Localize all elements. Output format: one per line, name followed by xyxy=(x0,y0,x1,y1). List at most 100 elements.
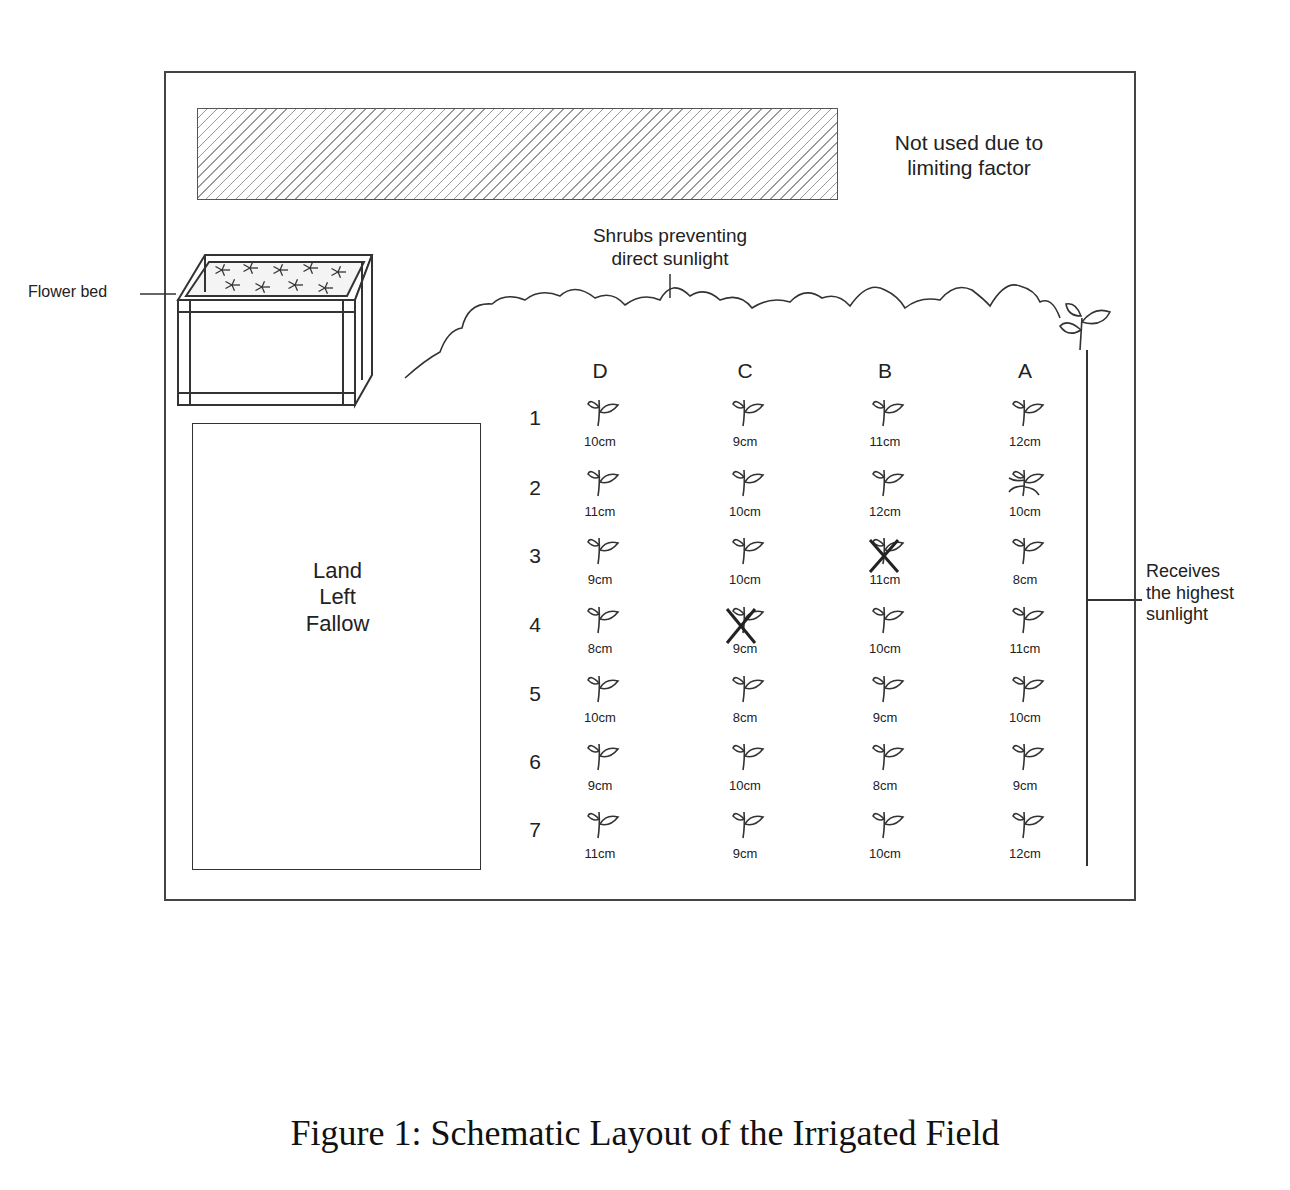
bed-flower-petal xyxy=(250,267,258,268)
plant-height: 10cm xyxy=(584,434,616,450)
plant-leaf xyxy=(745,816,763,824)
plant-leaf xyxy=(733,609,744,615)
bed-flower-petal xyxy=(319,285,326,289)
bed-flower-petal xyxy=(325,287,333,288)
plant-leaf xyxy=(1009,486,1025,492)
plant-stem xyxy=(883,607,884,633)
bed-flower-petal xyxy=(232,279,235,285)
plant-leaf xyxy=(588,402,599,408)
plant-stem xyxy=(598,676,599,702)
plant-leaf xyxy=(873,746,884,752)
column-letter: D xyxy=(592,358,607,383)
plant-leaf xyxy=(588,678,599,684)
plant-leaf xyxy=(873,402,884,408)
column-letter: B xyxy=(878,358,892,383)
area-label: Land Left Fallow xyxy=(298,558,378,637)
plant-height: 11cm xyxy=(870,572,901,588)
bed-flower-petal xyxy=(222,269,230,270)
plant-stem xyxy=(883,538,884,564)
bed-flower-petal xyxy=(304,265,311,269)
plant-leaf xyxy=(600,680,618,688)
row-number: 2 xyxy=(529,475,541,500)
bed-flower-petal xyxy=(295,285,298,291)
plant-stem xyxy=(598,538,599,564)
plant-height: 11cm xyxy=(1010,641,1041,657)
row-number: 4 xyxy=(529,612,541,637)
bed-flower-petal xyxy=(304,268,311,272)
plant-leaf xyxy=(1013,814,1024,820)
plant-stem xyxy=(883,676,884,702)
plant-height: 10cm xyxy=(1009,504,1041,520)
bed-flower-petal xyxy=(244,265,251,269)
plant-leaf xyxy=(1025,611,1043,619)
plant-leaf xyxy=(1013,746,1024,752)
plant-height: 12cm xyxy=(1009,846,1041,862)
bed-flower-petal xyxy=(244,268,251,272)
sunlight-bracket xyxy=(1087,350,1142,866)
plant-leaf xyxy=(588,746,599,752)
bed-flower-petal xyxy=(338,272,341,278)
bed-flower-petal xyxy=(325,282,328,288)
bed-flower-petal xyxy=(262,287,265,293)
plant-height: 8cm xyxy=(733,710,758,726)
plant-leaf xyxy=(600,611,618,619)
fallow-land-box: Land Left Fallow xyxy=(192,423,481,870)
plant-stem xyxy=(743,400,744,426)
bed-flower-petal xyxy=(226,285,233,289)
bed-flower-petal xyxy=(262,286,270,287)
row-number: 1 xyxy=(529,405,541,430)
plant-leaf xyxy=(588,609,599,615)
plant-leaf xyxy=(733,402,744,408)
bed-flower-petal xyxy=(216,267,223,271)
row-number: 5 xyxy=(529,681,541,706)
shrub-line xyxy=(405,285,1060,378)
plant-leaf xyxy=(1025,542,1043,550)
bed-flower-petal xyxy=(222,270,225,276)
bed-flower-petal xyxy=(274,267,281,271)
plant-leaf xyxy=(1013,402,1024,408)
bed-flower-petal xyxy=(280,269,288,270)
column-letter: C xyxy=(737,358,752,383)
plant-leaf xyxy=(745,474,763,482)
plant-height: 9cm xyxy=(733,641,758,657)
bed-flower-petal xyxy=(232,285,235,291)
plant-stem xyxy=(883,812,884,838)
plant-stem xyxy=(743,744,744,770)
plant-height: 8cm xyxy=(588,641,613,657)
row-number: 7 xyxy=(529,817,541,842)
plant-leaf xyxy=(733,472,744,478)
plant-leaf xyxy=(600,474,618,482)
plant-leaf xyxy=(745,404,763,412)
plant-stem xyxy=(1023,676,1024,702)
bed-flower-petal xyxy=(250,268,253,274)
bed-flower-petal xyxy=(338,271,346,272)
plant-height: 10cm xyxy=(729,504,761,520)
plant-symbols xyxy=(588,400,1043,838)
plant-leaf xyxy=(873,814,884,820)
bed-flower-petal xyxy=(295,284,303,285)
bed-flower-petal xyxy=(310,267,318,268)
plant-leaf xyxy=(885,748,903,756)
plant-stem xyxy=(1023,400,1024,426)
plant-leaf xyxy=(733,814,744,820)
plant-leaf xyxy=(1025,474,1043,482)
bed-flower-petal xyxy=(222,264,225,270)
bed-flower-petal xyxy=(332,272,339,276)
plant-height: 10cm xyxy=(729,778,761,794)
plant-leaf xyxy=(873,472,884,478)
plant-leaf xyxy=(1009,478,1025,481)
plant-stem xyxy=(883,744,884,770)
leader-line xyxy=(669,274,671,298)
plant-leaf xyxy=(1013,540,1024,546)
bed-flower-petal xyxy=(274,270,281,274)
plant-height: 10cm xyxy=(1009,710,1041,726)
figure-caption: Figure 1: Schematic Layout of the Irriga… xyxy=(291,1112,1000,1155)
plant-leaf xyxy=(600,404,618,412)
plant-height: 9cm xyxy=(733,846,758,862)
plant-stem xyxy=(598,607,599,633)
plant-height: 11cm xyxy=(870,434,901,450)
plant-height: 12cm xyxy=(1009,434,1041,450)
plant-leaf xyxy=(885,474,903,482)
bed-flower-petal xyxy=(262,281,265,287)
plant-leaf xyxy=(1025,748,1043,756)
